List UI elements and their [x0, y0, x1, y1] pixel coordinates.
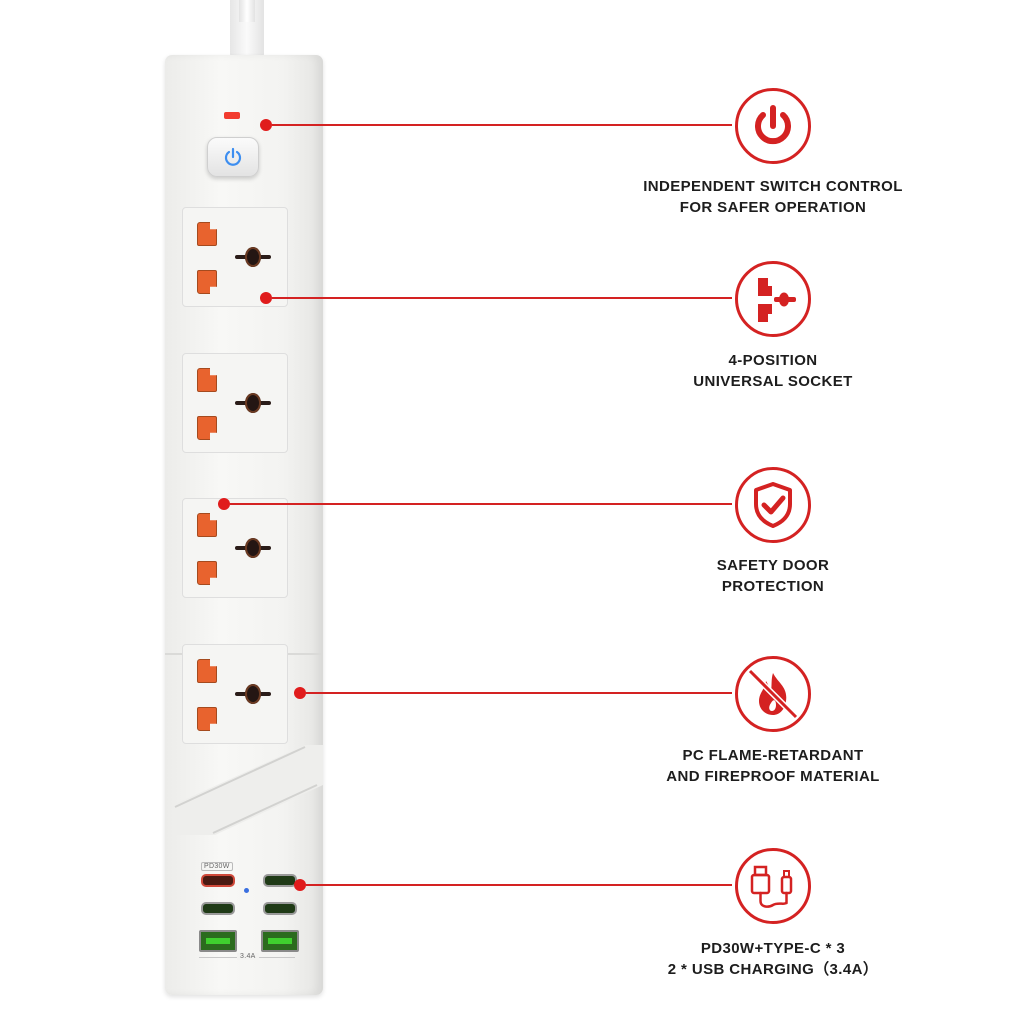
callout-label-flame: PC FLAME-RETARDANT AND FIREPROOF MATERIA…	[666, 747, 880, 785]
no-flame-icon	[747, 668, 799, 720]
callout-dot-switch	[260, 119, 272, 131]
amperage-tag: 3.4A	[237, 953, 259, 960]
universal-socket-4[interactable]	[182, 644, 288, 744]
callout-circle-socket	[735, 261, 811, 337]
power-icon	[224, 147, 242, 166]
pd-type-c-port[interactable]	[201, 874, 235, 887]
universal-socket-icon	[758, 278, 796, 322]
usb-a-port[interactable]	[261, 930, 299, 952]
callout-line-socket	[272, 297, 732, 299]
callout-dot-flame	[294, 687, 306, 699]
usb-a-port[interactable]	[199, 930, 237, 952]
callout-label-usb: PD30W+TYPE-C * 3 2 * USB CHARGING（3.4A）	[667, 940, 879, 978]
power-cable	[230, 0, 264, 58]
callout-label-switch: INDEPENDENT SWITCH CONTROL FOR SAFER OPE…	[643, 178, 903, 216]
usb-charging-panel: PD30W 3.4A	[185, 850, 303, 980]
callout-circle-safety	[735, 467, 811, 543]
callout-dot-socket	[260, 292, 272, 304]
callout-circle-usb	[735, 848, 811, 924]
callout-circle-switch	[735, 88, 811, 164]
usb-indicator-light	[244, 888, 249, 893]
power-icon	[755, 105, 791, 145]
universal-socket-2[interactable]	[182, 353, 288, 453]
strip-ribbed-section	[173, 745, 323, 835]
callout-label-safety: SAFETY DOOR PROTECTION	[716, 557, 830, 595]
callout-circle-flame	[735, 656, 811, 732]
callout-dot-usb	[294, 879, 306, 891]
type-c-port[interactable]	[263, 874, 297, 887]
power-switch-button[interactable]	[207, 137, 259, 177]
type-c-port[interactable]	[263, 902, 297, 915]
callout-line-usb	[306, 884, 732, 886]
callout-dot-safety	[218, 498, 230, 510]
universal-socket-3[interactable]	[182, 498, 288, 598]
shield-check-icon	[754, 482, 792, 528]
type-c-port[interactable]	[201, 902, 235, 915]
usb-cable-icon	[750, 865, 793, 908]
indicator-light	[224, 112, 240, 119]
pd30w-tag: PD30W	[201, 862, 233, 871]
callout-line-safety	[230, 503, 732, 505]
callout-line-flame	[306, 692, 732, 694]
callout-line-switch	[272, 124, 732, 126]
callout-label-socket: 4-POSITION UNIVERSAL SOCKET	[693, 352, 853, 390]
universal-socket-1[interactable]	[182, 207, 288, 307]
